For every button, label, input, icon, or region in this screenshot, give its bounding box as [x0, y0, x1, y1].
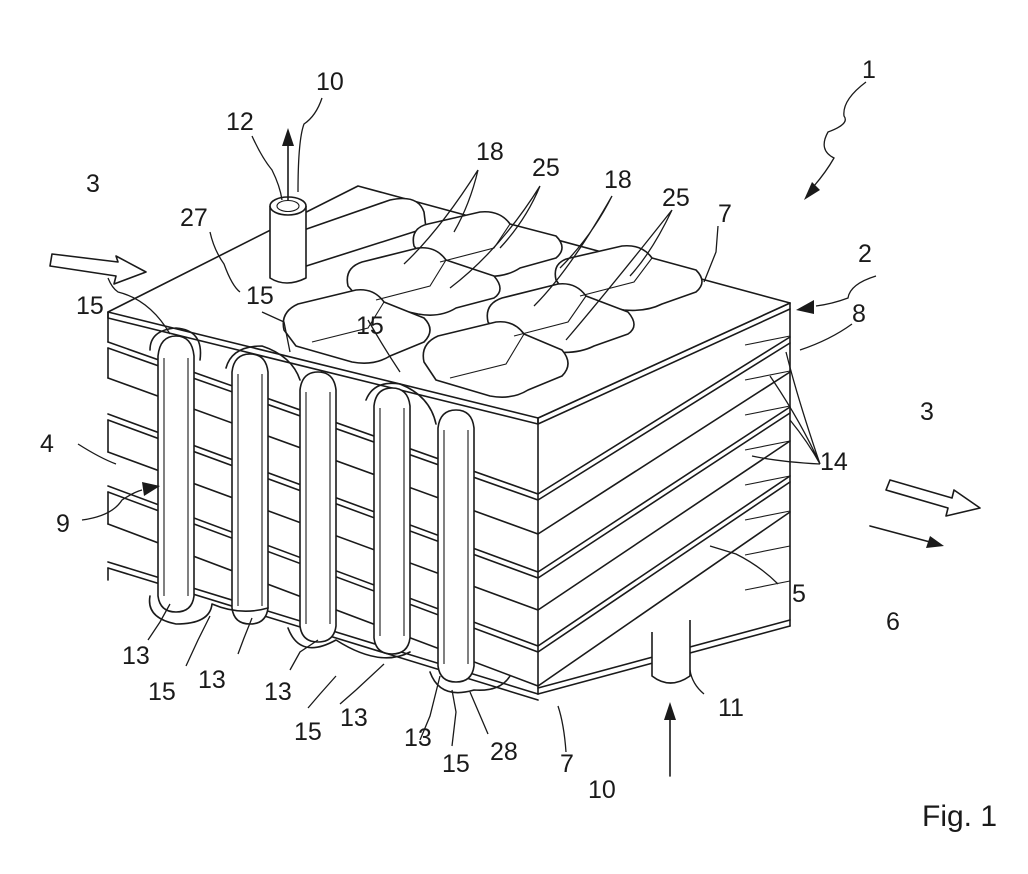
label-1: 1: [862, 56, 876, 84]
label-15-b: 15: [246, 282, 274, 310]
label-13-c: 13: [264, 678, 292, 706]
label-10-bottom: 10: [588, 776, 616, 804]
label-2: 2: [858, 240, 872, 268]
label-18-b: 18: [604, 166, 632, 194]
label-7-top: 7: [718, 200, 732, 228]
inlet-pipe-top: [270, 197, 306, 283]
label-15-f: 15: [442, 750, 470, 778]
label-28: 28: [490, 738, 518, 766]
label-7-bottom: 7: [560, 750, 574, 778]
flow-arrow-1: [804, 82, 866, 200]
label-15-c: 15: [356, 312, 384, 340]
label-3-left: 3: [86, 170, 100, 198]
flow-arrow-3-left: [50, 254, 146, 284]
flow-arrow-3-right: [886, 480, 980, 516]
label-15-d: 15: [148, 678, 176, 706]
label-9: 9: [56, 510, 70, 538]
label-27: 27: [180, 204, 208, 232]
label-13-a: 13: [122, 642, 150, 670]
label-4: 4: [40, 430, 54, 458]
flow-arrow-6: [870, 526, 944, 548]
label-12: 12: [226, 108, 254, 136]
label-14: 14: [820, 448, 848, 476]
flow-arrow-10-top: [282, 128, 294, 200]
flow-arrow-10-bottom: [664, 702, 676, 776]
label-25-b: 25: [662, 184, 690, 212]
label-13-d: 13: [340, 704, 368, 732]
label-6: 6: [886, 608, 900, 636]
figure-caption: Fig. 1: [922, 800, 997, 833]
label-11: 11: [718, 694, 744, 722]
label-3-right: 3: [920, 398, 934, 426]
outlet-pipe-bottom: [652, 620, 690, 683]
label-13-b: 13: [198, 666, 226, 694]
label-25-a: 25: [532, 154, 560, 182]
label-13-e: 13: [404, 724, 432, 752]
label-5: 5: [792, 580, 806, 608]
label-8: 8: [852, 300, 866, 328]
label-18-a: 18: [476, 138, 504, 166]
label-15-e: 15: [294, 718, 322, 746]
label-10-top: 10: [316, 68, 344, 96]
label-15-a: 15: [76, 292, 104, 320]
